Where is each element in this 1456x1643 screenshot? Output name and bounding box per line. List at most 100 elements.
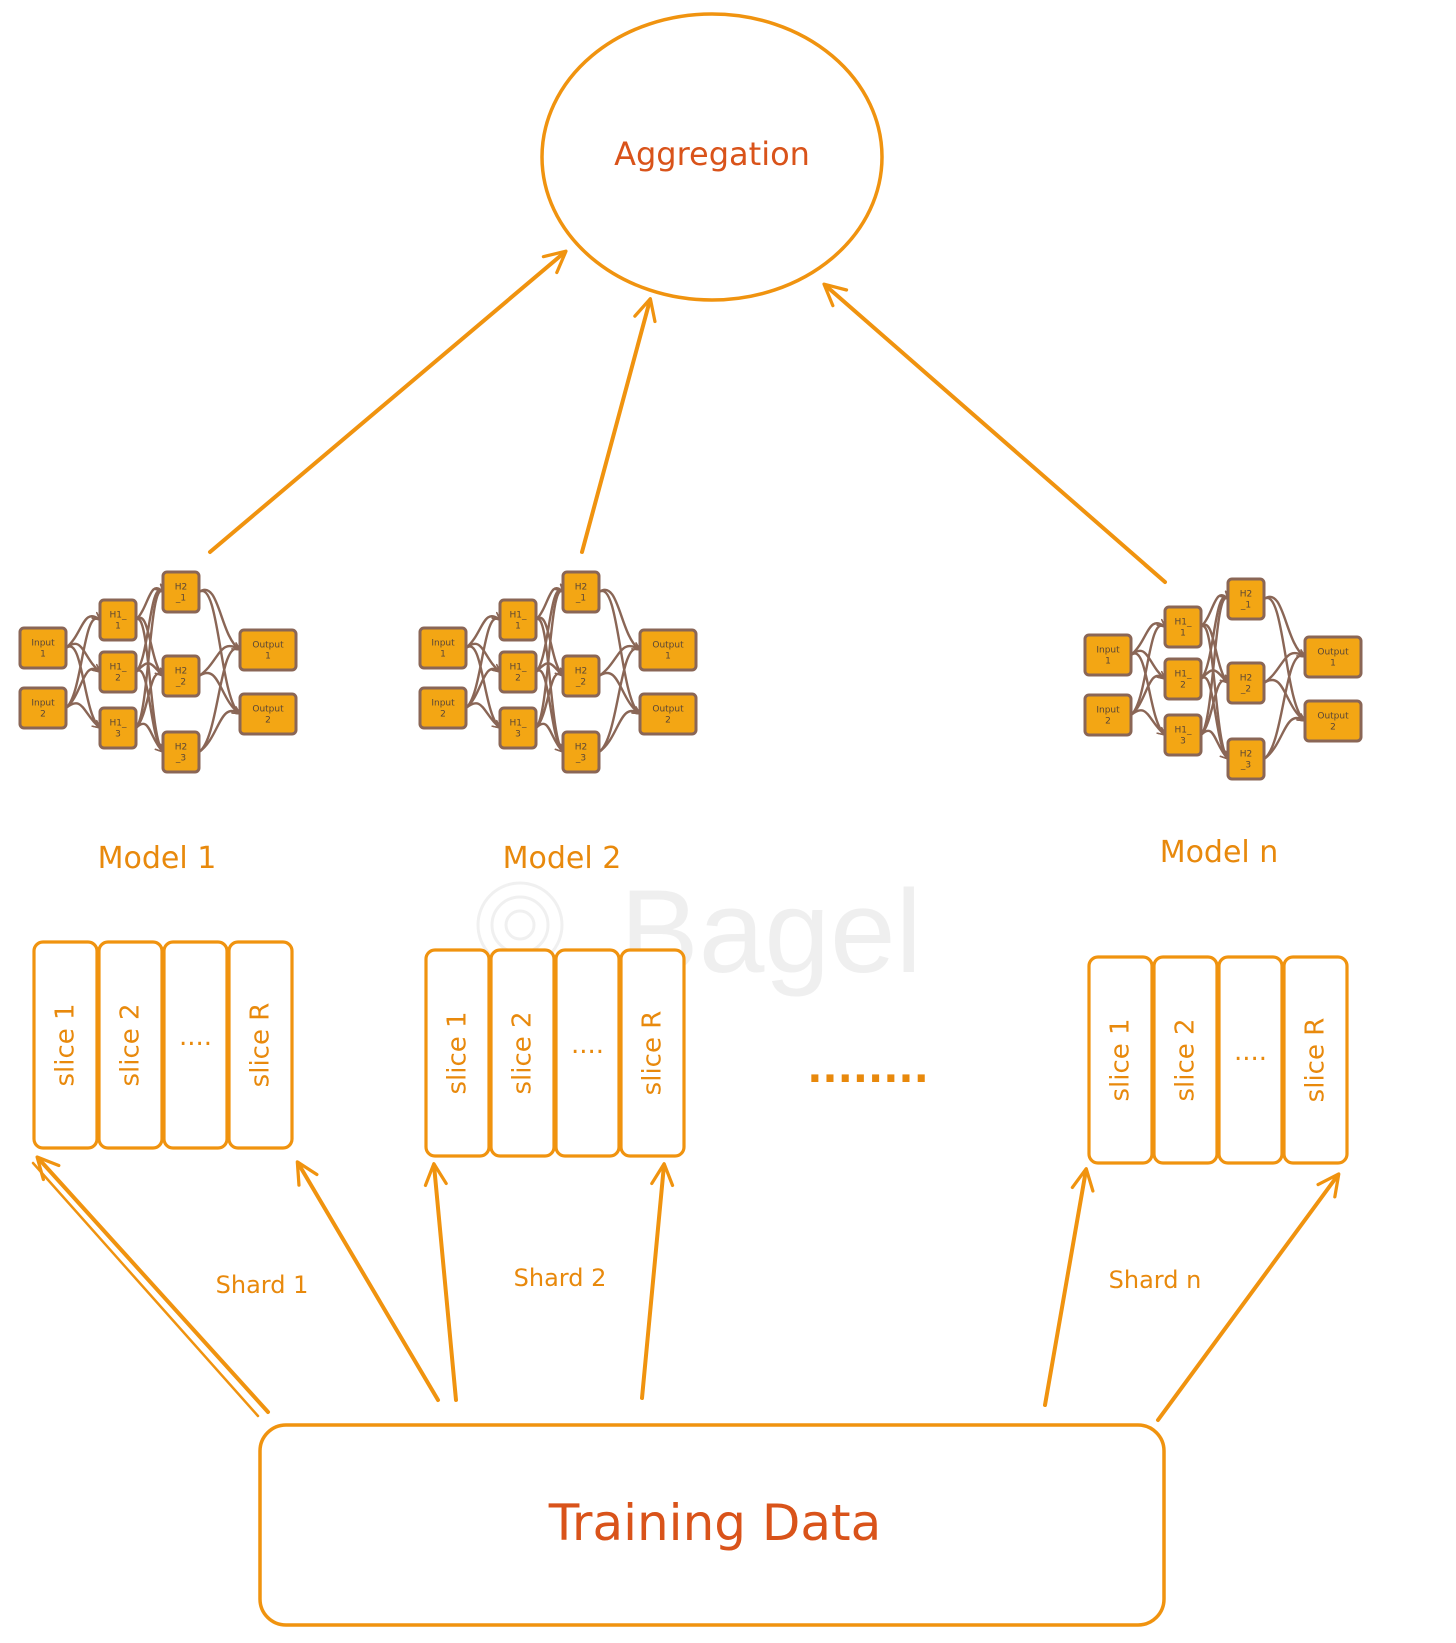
input-node-2-text: Input [31,699,55,709]
network-edge [135,674,163,729]
network-edge [1130,625,1165,716]
network-edges [465,588,640,753]
model-1-network: Input1Input2H1_1H1_2H1_3H2_1H2_2H2_3Outp… [18,570,298,774]
hidden1-node-1-text: H1_ [110,611,127,621]
slice-label: slice 1 [443,1011,473,1094]
hidden2-node-2-text: H2 [1240,674,1253,684]
hidden1-node-2-text: 2 [1180,681,1186,691]
hidden2-node-1-text: H2 [575,583,588,593]
arrow-data-to-shard-1-right [295,1160,440,1402]
input-node-2-text: 2 [40,710,46,720]
model-networks: Input1Input2H1_1H1_2H1_3H2_1H2_2H2_3Outp… [18,570,1363,781]
network-edge [598,711,640,753]
output-node-1-text: Output [1317,648,1349,658]
input-node-2-text: Input [1096,706,1120,716]
hidden2-node-2: H2_2 [1226,661,1266,705]
network-edge [465,702,500,728]
slice-cell: slice 2 [1152,955,1219,1165]
hidden1-node-3-text: 3 [515,730,521,740]
shard-labels: Shard 1 Shard 2 Shard n [216,1264,1202,1299]
training-data-to-shard-arrows [31,1155,1341,1422]
hidden2-node-3-text: H2 [575,743,588,753]
hidden2-node-2: H2_2 [561,654,601,698]
arrow-data-to-shard-1-left-double [31,1161,260,1418]
output-node-2-text: Output [652,705,684,715]
arrow-model-n-to-aggregation [822,282,1167,584]
model-3-network: Input1Input2H1_1H1_2H1_3H2_1H2_2H2_3Outp… [1083,577,1363,781]
network-edge [1263,656,1305,760]
network-nodes: Input1Input2H1_1H1_2H1_3H2_1H2_2H2_3Outp… [418,570,698,774]
slice-cell: slice 1 [32,940,99,1150]
network-edge [598,589,640,715]
slice-cell: slice 2 [489,948,556,1158]
output-node-2-text: Output [1317,712,1349,722]
arrow-data-to-shard-n-right [1156,1172,1341,1422]
shard-2-slices: slice 1 slice 2....slice R [424,948,686,1158]
hidden1-node-3-text: H1_ [1175,726,1192,736]
network-edge [1200,729,1228,759]
input-node-1-text: 1 [440,650,446,660]
network-edge [535,722,563,752]
input-node-1-text: Input [31,639,55,649]
hidden1-node-2: H1_2 [98,650,138,694]
slice-label: slice 2 [1171,1018,1201,1101]
output-node-2-text: 2 [265,716,271,726]
aggregation-node: Aggregation [540,12,884,302]
network-edge [134,591,163,729]
shard-n-label: Shard n [1109,1266,1202,1294]
hidden2-node-2-text: _2 [175,678,186,688]
slice-cell: slice 1 [1087,955,1154,1165]
training-data-label: Training Data [548,1494,882,1552]
network-edge [135,722,163,752]
hidden2-node-3-text: _3 [1240,761,1251,771]
hidden2-node-3-text: H2 [175,743,188,753]
network-edge [1130,623,1165,656]
slice-cell: slice R [619,948,686,1158]
hidden1-node-1-text: H1_ [1175,618,1192,628]
network-edge [1200,681,1228,736]
hidden1-node-2-text: 2 [115,674,121,684]
hidden2-node-3-text: _3 [575,754,586,764]
model-2-label: Model 2 [503,841,622,876]
aggregation-label: Aggregation [614,135,810,173]
slice-cell: slice R [227,940,294,1150]
model-2-network: Input1Input2H1_1H1_2H1_3H2_1H2_2H2_3Outp… [418,570,698,774]
network-nodes: Input1Input2H1_1H1_2H1_3H2_1H2_2H2_3Outp… [18,570,298,774]
hidden2-node-3-text: H2 [1240,750,1253,760]
output-node-1-text: Output [252,641,284,651]
hidden1-node-1: H1_1 [498,598,538,642]
slice-label: slice 2 [508,1011,538,1094]
output-node-1-text: Output [652,641,684,651]
hidden1-node-2: H1_2 [1163,657,1203,701]
network-edge [1263,596,1305,722]
network-edge [1130,709,1165,735]
input-node-2-text: Input [431,699,455,709]
model-n-label: Model n [1160,835,1279,870]
hidden1-node-3: H1_3 [1163,713,1203,757]
hidden1-node-3: H1_3 [98,706,138,750]
slice-cell: slice R [1282,955,1349,1165]
slice-cell: .... [554,948,621,1158]
network-edge [1263,718,1305,760]
model-to-aggregation-arrows [208,249,1167,584]
hidden1-node-3-text: 3 [1180,737,1186,747]
network-edge [65,618,100,709]
output-node-2-text: 2 [665,716,671,726]
output-node-1-text: 1 [1330,659,1336,669]
hidden1-node-1-text: 1 [1180,629,1186,639]
hidden2-node-1-text: H2 [1240,590,1253,600]
input-node-2-text: 2 [1105,717,1111,727]
hidden2-node-1-text: H2 [175,583,188,593]
network-edge [65,669,100,709]
hidden2-node-3: H2_3 [161,730,201,774]
network-edges [1130,595,1305,760]
